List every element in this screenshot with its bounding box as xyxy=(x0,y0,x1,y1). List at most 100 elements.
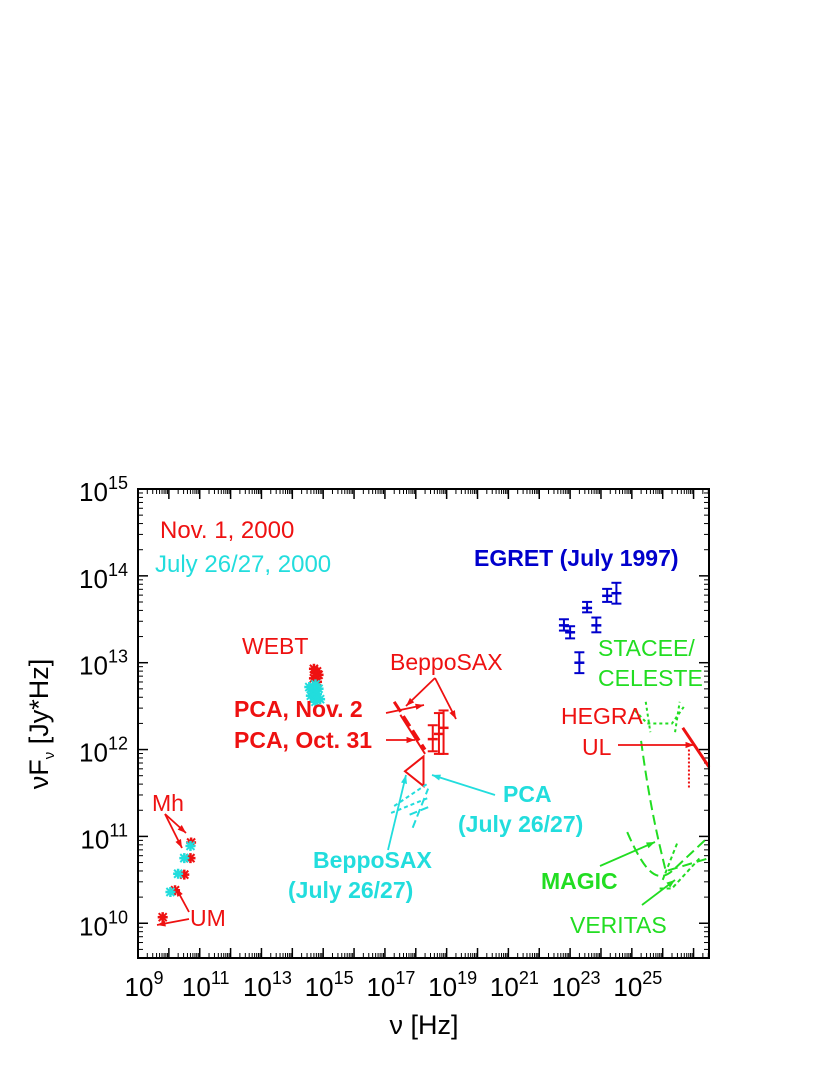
x-tick-label: 1013 xyxy=(243,968,292,1002)
y-tick-base: 10 xyxy=(79,564,108,594)
label-beppo-july-date: (July 26/27) xyxy=(288,877,413,903)
arrow-pca-oct31 xyxy=(386,736,415,744)
pca-oct31-spectrum xyxy=(403,754,425,789)
y-tick-base: 10 xyxy=(79,738,108,768)
label-beppo-july: BeppoSAX xyxy=(313,847,433,873)
magic-curve xyxy=(626,831,710,877)
beppo-july-spectrum xyxy=(409,788,432,829)
y-axis-title-sub: ν xyxy=(41,752,58,760)
label-celeste: CELESTE xyxy=(598,665,703,691)
egret-point xyxy=(558,618,569,632)
y-tick-base: 10 xyxy=(79,651,108,681)
x-tick-exponent: 25 xyxy=(642,968,662,988)
nov-point xyxy=(157,912,168,923)
label-pca-july-date: (July 26/27) xyxy=(458,811,583,837)
label-pca-nov2: PCA, Nov. 2 xyxy=(234,696,363,722)
arrow-mh-head xyxy=(177,825,186,833)
arrow-pca-july-shaft xyxy=(431,774,496,796)
arrow-pca-nov2 xyxy=(385,703,425,714)
arrow-magic-head xyxy=(646,842,655,849)
y-tick-exponent: 13 xyxy=(108,647,128,667)
hegra-ul xyxy=(681,727,711,768)
x-tick-label: 1015 xyxy=(305,968,354,1002)
arrow-magic xyxy=(599,841,656,867)
x-axis-title: ν [Hz] xyxy=(389,1010,458,1040)
beppo-nov-point xyxy=(438,709,449,755)
arrow-hegra-head xyxy=(685,741,694,749)
label-stacee: STACEE/ xyxy=(598,635,695,661)
hegra-sensitivity-curve xyxy=(640,740,710,873)
plot-frame xyxy=(137,488,710,959)
egret-point xyxy=(574,651,585,675)
july-point xyxy=(185,840,196,851)
arrow-um xyxy=(175,887,190,913)
arrow-um-head xyxy=(176,888,183,897)
veritas-curve xyxy=(659,840,701,890)
x-tick-label: 109 xyxy=(125,968,164,1002)
x-tick-label: 1017 xyxy=(366,968,415,1002)
x-tick-label: 1021 xyxy=(490,968,539,1002)
x-tick-exponent: 17 xyxy=(395,968,415,988)
july-point xyxy=(165,886,176,897)
label-magic: MAGIC xyxy=(541,868,618,894)
x-tick-base: 10 xyxy=(305,972,334,1002)
arrow-beppo-july-shaft xyxy=(387,774,407,851)
x-tick-base: 10 xyxy=(125,972,154,1002)
label-veritas: VERITAS xyxy=(570,912,667,938)
x-tick-exponent: 11 xyxy=(211,968,230,988)
y-axis-title: νFν [Jy*Hz] xyxy=(24,659,58,790)
y-tick-base: 10 xyxy=(80,824,109,854)
y-tick-label: 1015 xyxy=(79,473,128,507)
july-point-d2 xyxy=(312,689,322,699)
arrow-beppo-red xyxy=(434,677,457,720)
arrow-mh xyxy=(164,813,187,834)
arrow-hegra xyxy=(618,741,694,749)
y-tick-base: 10 xyxy=(79,911,108,941)
y-tick-exponent: 12 xyxy=(108,734,128,754)
x-tick-exponent: 23 xyxy=(581,968,601,988)
pca-nov2-spectrum xyxy=(399,714,426,755)
annotation-arrows xyxy=(156,677,694,927)
data-points xyxy=(157,581,622,923)
x-tick-exponent: 19 xyxy=(457,968,477,988)
egret-point xyxy=(591,616,602,634)
arrow-um xyxy=(156,918,190,927)
x-tick-base: 10 xyxy=(182,972,211,1002)
y-tick-label: 1012 xyxy=(79,734,128,768)
x-tick-exponent: 21 xyxy=(519,968,539,988)
arrow-veritas xyxy=(641,879,676,906)
label-mh: Mh xyxy=(152,790,184,816)
july-point xyxy=(179,853,190,864)
x-tick-exponent: 13 xyxy=(272,968,292,988)
y-axis-title-main: νF xyxy=(24,759,54,789)
label-um: UM xyxy=(190,905,226,931)
nov-point-d2 xyxy=(157,912,168,922)
x-tick-exponent: 9 xyxy=(153,968,163,988)
x-tick-base: 10 xyxy=(366,972,395,1002)
stacee-curve xyxy=(634,705,686,725)
y-tick-label: 1011 xyxy=(80,820,128,854)
arrow-pca-nov2-head xyxy=(415,703,424,710)
x-tick-base: 10 xyxy=(613,972,642,1002)
arrow-beppo-july-head xyxy=(401,775,408,784)
beppo-nov-point xyxy=(427,724,438,753)
label-pca-july: PCA xyxy=(503,781,552,807)
y-tick-exponent: 10 xyxy=(108,907,128,927)
egret-point xyxy=(582,600,593,614)
arrow-beppo-july xyxy=(387,774,408,851)
arrow-beppo-red-head xyxy=(449,710,456,719)
stacee-curve xyxy=(644,701,681,733)
y-tick-exponent: 14 xyxy=(108,560,128,580)
july-point xyxy=(310,696,321,707)
x-tick-label: 1011 xyxy=(182,968,230,1002)
label-webt: WEBT xyxy=(242,633,308,659)
july-point xyxy=(173,868,184,879)
x-tick-exponent: 15 xyxy=(334,968,354,988)
legend-july: July 26/27, 2000 xyxy=(155,551,331,578)
arrow-magic-shaft xyxy=(599,841,656,867)
y-tick-base: 10 xyxy=(79,477,108,507)
y-tick-label: 1014 xyxy=(79,560,128,594)
x-tick-label: 1025 xyxy=(613,968,662,1002)
